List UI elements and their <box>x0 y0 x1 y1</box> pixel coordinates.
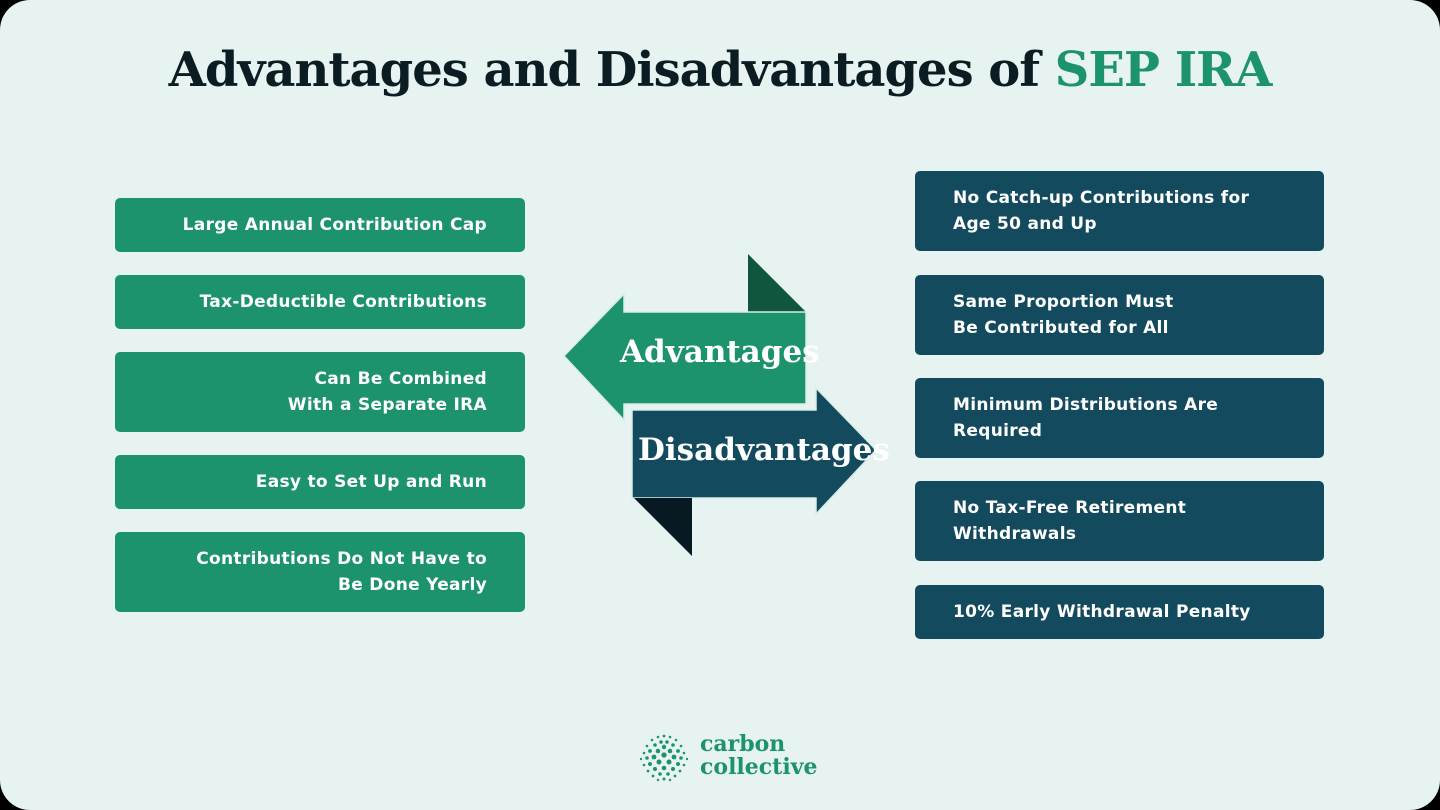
arrows-graphic <box>562 254 878 556</box>
logo-wordmark: carbon collective <box>700 733 817 779</box>
advantage-item: Contributions Do Not Have to Be Done Yea… <box>115 532 525 612</box>
disadvantage-item: No Tax-Free Retirement Withdrawals <box>915 481 1324 561</box>
disadvantage-item: Same Proportion Must Be Contributed for … <box>915 275 1324 355</box>
advantage-text: Tax-Deductible Contributions <box>199 292 487 312</box>
logo-line-2: collective <box>700 754 818 780</box>
disadvantage-text: No Catch-up Contributions for Age 50 and… <box>953 188 1250 234</box>
advantage-text: Easy to Set Up and Run <box>255 472 487 492</box>
disadvantage-text: Same Proportion Must Be Contributed for … <box>953 292 1174 338</box>
disadvantages-label: Disadvantages <box>638 432 890 468</box>
advantage-text: Contributions Do Not Have to Be Done Yea… <box>196 549 487 595</box>
disadvantage-text: Minimum Distributions Are Required <box>953 395 1219 441</box>
advantage-item: Tax-Deductible Contributions <box>115 275 525 329</box>
advantage-item: Large Annual Contribution Cap <box>115 198 525 252</box>
advantage-item: Easy to Set Up and Run <box>115 455 525 509</box>
advantage-item: Can Be Combined With a Separate IRA <box>115 352 525 432</box>
disadvantage-item: Minimum Distributions Are Required <box>915 378 1324 458</box>
advantages-label: Advantages <box>620 334 820 370</box>
advantage-text: Large Annual Contribution Cap <box>182 215 487 235</box>
disadvantage-item: No Catch-up Contributions for Age 50 and… <box>915 171 1324 251</box>
dotted-sphere-icon <box>639 734 689 782</box>
disadvantage-text: No Tax-Free Retirement Withdrawals <box>953 498 1187 544</box>
advantage-text: Can Be Combined With a Separate IRA <box>287 369 487 415</box>
center-arrows: Advantages Disadvantages <box>560 250 890 570</box>
title-main: Advantages and Disadvantages of <box>168 42 1055 98</box>
title-accent: SEP IRA <box>1054 42 1273 98</box>
disadvantage-item: 10% Early Withdrawal Penalty <box>915 585 1324 639</box>
page-title: Advantages and Disadvantages of SEP IRA <box>0 42 1440 98</box>
logo-line-1: carbon <box>700 731 786 757</box>
disadvantage-text: 10% Early Withdrawal Penalty <box>953 602 1251 622</box>
carbon-collective-logo: carbon collective <box>636 730 817 786</box>
